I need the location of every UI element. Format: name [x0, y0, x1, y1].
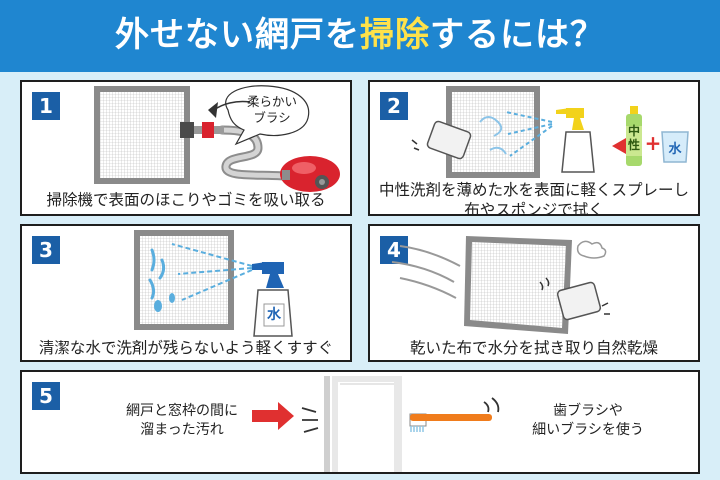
plus-sign: + [644, 131, 662, 155]
step-5-right-text: 歯ブラシや 細いブラシを使う [508, 402, 668, 440]
sponge-icon [411, 120, 472, 160]
step-2-caption: 中性洗剤を薄めた水を表面に軽くスプレーし 布やスポンジで拭く [370, 180, 698, 216]
rinse-illustration [134, 230, 293, 337]
spray-bottle-icon [556, 108, 595, 173]
red-arrow-icon [252, 402, 294, 430]
step-1-card: 1 [20, 80, 352, 216]
frame-cleaning-illustration [252, 376, 500, 472]
screen-panel-icon [464, 236, 572, 334]
screen-panel-icon [94, 86, 190, 184]
step-2-caption-line-2: 布やスポンジで拭く [464, 201, 604, 216]
measuring-cup-icon [661, 131, 689, 163]
step-5-left-line-2: 溜まった汚れ [140, 422, 224, 438]
drying-illustration [391, 236, 610, 334]
step-3-caption: 清潔な水で洗剤が残らないよう軽くすすぐ [38, 339, 334, 357]
step-4-card: 4 乾いた布で水分を拭き取り自然乾 [368, 224, 700, 362]
step-4-caption: 乾いた布で水分を拭き取り自然乾燥 [409, 339, 658, 357]
step-5-left-text: 網戸と窓枠の間に 溜まった汚れ [112, 402, 252, 440]
step-1-bubble-text: 柔らかい ブラシ [242, 94, 302, 126]
wind-lines-icon [391, 245, 461, 299]
vacuum-cleaner-icon [180, 122, 340, 192]
step-5-right-line-1: 歯ブラシや [553, 403, 623, 419]
step-3-number: 3 [32, 236, 60, 264]
toothbrush-icon [409, 397, 500, 432]
page-title: 外せない網戸を掃除するには？ [0, 14, 720, 56]
bubble-line-1: 柔らかい [246, 94, 297, 109]
step-4-number: 4 [380, 236, 408, 264]
step-5-right-line-2: 細いブラシを使う [532, 422, 644, 438]
step-3-card: 3 [20, 224, 352, 362]
cloth-icon [539, 277, 610, 321]
title-prefix: 外せない網戸を [115, 15, 360, 55]
spray-illustration [411, 86, 689, 178]
speech-bubble-icon [208, 85, 310, 146]
step-1-caption: 掃除機で表面のほこりやゴミを吸い取る [46, 191, 326, 209]
step-1-number: 1 [32, 92, 60, 120]
title-suffix: するには？ [430, 15, 605, 55]
bubble-line-2: ブラシ [253, 110, 291, 125]
step-2-card: 2 [368, 80, 700, 216]
vacuum-illustration [94, 85, 340, 192]
water-cup-label: 水 [668, 142, 682, 157]
water-drops-icon [148, 243, 253, 312]
screen-panel-icon [134, 230, 234, 330]
step-5-left-line-1: 網戸と窓枠の間に [126, 403, 238, 419]
spray-mist-icon [479, 111, 553, 157]
window-frame-icon [324, 376, 402, 472]
detergent-bottle-icon [626, 106, 642, 166]
step-2-caption-line-1: 中性洗剤を薄めた水を表面に軽くスプレーし [378, 181, 689, 199]
step-5-card: 5 網戸と窓枠の間に 溜まった汚れ 歯ブラシや [20, 370, 700, 474]
steam-puff-icon [576, 240, 607, 259]
title-banner [0, 0, 720, 72]
blue-spray-bottle-icon [252, 262, 293, 337]
title-highlight: 掃除 [360, 15, 430, 55]
detergent-label: 中性 [627, 124, 640, 152]
step-2-number: 2 [380, 92, 408, 120]
water-bottle-label: 水 [267, 307, 281, 323]
motion-lines-icon [301, 407, 319, 433]
step-5-number: 5 [32, 382, 60, 410]
